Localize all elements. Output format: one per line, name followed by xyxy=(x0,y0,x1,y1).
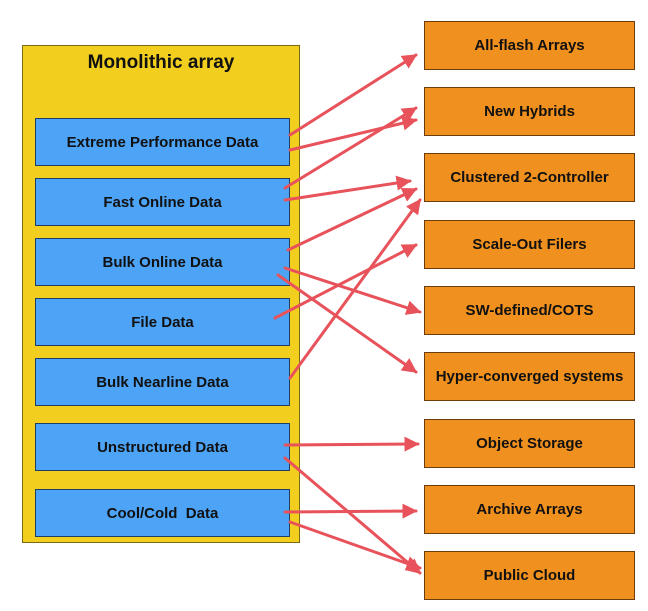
target-hyper-converged-systems: Hyper-converged systems xyxy=(424,352,635,401)
connection-arrow-8 xyxy=(288,198,422,380)
connection-arrow-12 xyxy=(288,520,422,571)
target-public-cloud: Public Cloud xyxy=(424,551,635,600)
target-object-storage: Object Storage xyxy=(424,419,635,468)
target-clustered-2-controller: Clustered 2-Controller xyxy=(424,153,635,202)
target-all-flash-arrays: All-flash Arrays xyxy=(424,21,635,70)
monolithic-array-title: Monolithic array xyxy=(87,52,235,73)
target-scale-out-filers: Scale-Out Filers xyxy=(424,220,635,269)
connection-arrow-5 xyxy=(283,266,422,315)
connection-arrow-1 xyxy=(288,115,418,152)
source-bulk-nearline-data: Bulk Nearline Data xyxy=(35,358,290,406)
source-file-data: File Data xyxy=(35,298,290,346)
source-extreme-performance-data: Extreme Performance Data xyxy=(35,118,290,166)
connection-arrow-10 xyxy=(283,456,422,575)
connection-arrow-0 xyxy=(288,53,418,137)
connection-arrow-2 xyxy=(283,106,418,190)
source-unstructured-data: Unstructured Data xyxy=(35,423,290,471)
target-archive-arrays: Archive Arrays xyxy=(424,485,635,534)
source-fast-online-data: Fast Online Data xyxy=(35,178,290,226)
connection-arrow-9 xyxy=(283,436,420,452)
source-cool-cold-data: Cool/Cold Data xyxy=(35,489,290,537)
connection-arrow-11 xyxy=(283,503,418,519)
target-sw-defined-cots: SW-defined/COTS xyxy=(424,286,635,335)
connection-arrow-4 xyxy=(286,187,418,252)
target-new-hybrids: New Hybrids xyxy=(424,87,635,136)
source-bulk-online-data: Bulk Online Data xyxy=(35,238,290,286)
connection-arrow-3 xyxy=(283,175,412,202)
